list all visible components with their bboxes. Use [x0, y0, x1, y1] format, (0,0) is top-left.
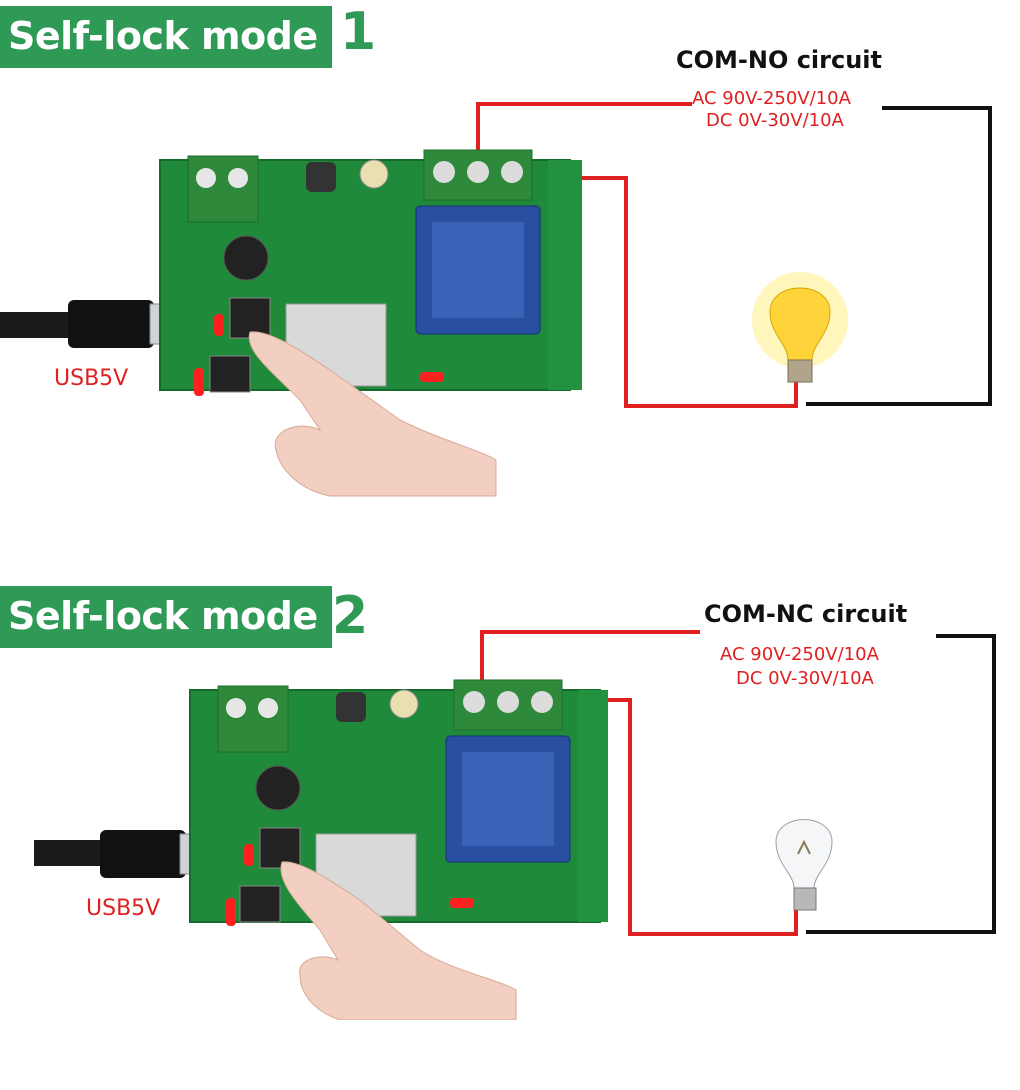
- screw: [463, 691, 485, 713]
- finger-hand: [248, 331, 497, 497]
- push-button: [239, 885, 281, 923]
- capacitor: [255, 765, 301, 811]
- lamp-bulb: [775, 819, 833, 889]
- usb-label: USB5V: [54, 366, 129, 391]
- mode-title: Self-lock mode: [0, 6, 332, 68]
- red-wire-top: [480, 630, 700, 690]
- push-button: [209, 355, 251, 393]
- spec-dc: DC 0V-30V/10A: [736, 668, 874, 689]
- pcb-right-strip: [578, 690, 608, 922]
- terminal-block-left: [187, 155, 259, 223]
- relay-label: [432, 222, 524, 318]
- screw: [501, 161, 523, 183]
- capacitor-small: [389, 689, 419, 719]
- screw: [497, 691, 519, 713]
- red-wire-top: [476, 102, 692, 172]
- usb-plug: [68, 300, 154, 348]
- spec-dc: DC 0V-30V/10A: [706, 110, 844, 131]
- screw: [433, 161, 455, 183]
- mode-number: 2: [332, 586, 369, 646]
- mode-title: Self-lock mode: [0, 586, 332, 648]
- red-led: [214, 314, 224, 336]
- usb-cable: [0, 312, 70, 338]
- lamp-bulb: [769, 287, 831, 361]
- usb-label: USB5V: [86, 896, 161, 921]
- capacitor-small: [359, 159, 389, 189]
- red-led: [420, 372, 444, 382]
- inductor: [306, 162, 336, 192]
- black-wire: [806, 106, 992, 406]
- lamp-filament: [797, 839, 811, 855]
- red-led: [194, 368, 204, 396]
- mode-number: 1: [340, 2, 377, 62]
- panel-mode-2: Self-lock mode 2 COM-NC circuit AC 90V-2…: [0, 580, 1020, 1090]
- panel-mode-1: Self-lock mode 1 COM-NO circuit AC 90V-2…: [0, 0, 1020, 510]
- red-led: [226, 898, 236, 926]
- relay-label: [462, 752, 554, 846]
- screw: [226, 698, 246, 718]
- screw: [467, 161, 489, 183]
- screw: [531, 691, 553, 713]
- push-button: [259, 827, 301, 869]
- finger-hand: [280, 861, 517, 1020]
- module-diagram: [0, 102, 992, 497]
- circuit-title: COM-NO circuit: [676, 46, 883, 74]
- usb-plug: [100, 830, 186, 878]
- screw: [196, 168, 216, 188]
- usb-cable: [34, 840, 104, 866]
- red-wire-lamp: [514, 176, 798, 408]
- pcb-right-strip: [548, 160, 582, 390]
- red-led: [244, 844, 254, 866]
- lamp-base: [793, 887, 817, 911]
- spec-ac: AC 90V-250V/10A: [692, 88, 851, 109]
- screw: [228, 168, 248, 188]
- inductor: [336, 692, 366, 722]
- screw: [258, 698, 278, 718]
- spec-ac: AC 90V-250V/10A: [720, 644, 879, 665]
- capacitor: [223, 235, 269, 281]
- black-wire: [806, 634, 996, 934]
- red-led: [450, 898, 474, 908]
- circuit-title: COM-NC circuit: [704, 600, 908, 628]
- lamp-base: [787, 359, 813, 383]
- terminal-block-left: [217, 685, 289, 753]
- module-diagram: [34, 630, 996, 1020]
